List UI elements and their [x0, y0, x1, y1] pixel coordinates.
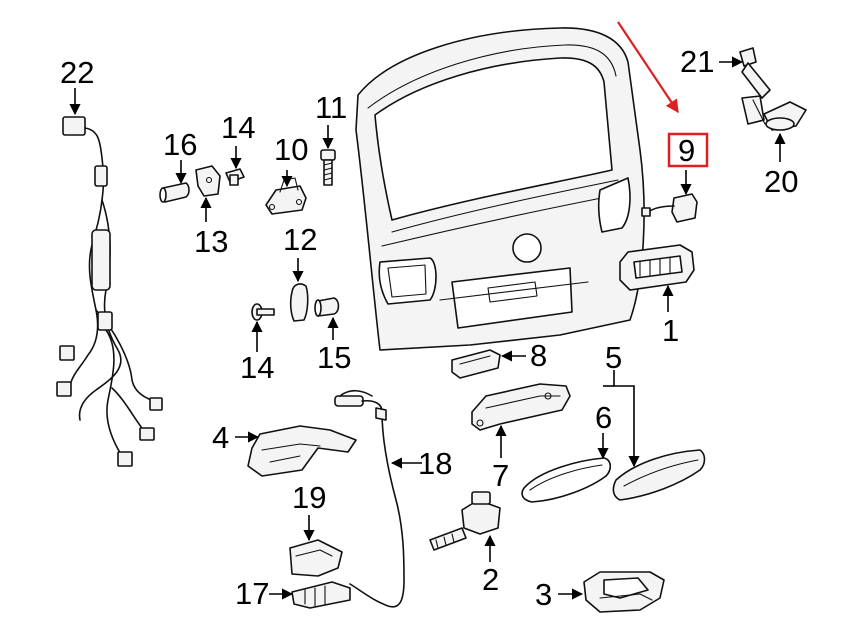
leader-lines [69, 56, 786, 600]
callout-1: 1 [662, 313, 679, 348]
callout-8: 8 [530, 338, 547, 373]
part-20-camera [763, 101, 807, 131]
part-10-hinge [265, 177, 307, 215]
part-1-license-lamp [619, 244, 695, 291]
liftgate-illustration [355, 27, 645, 351]
callout-12: 12 [283, 222, 317, 257]
callout-11: 11 [315, 90, 347, 125]
part-19-cover [289, 539, 343, 577]
part-12-rubber-stop [289, 283, 309, 322]
part-4-bracket [247, 425, 357, 477]
part-8-clip [451, 349, 501, 379]
callout-22: 22 [60, 55, 94, 90]
callout-14-upper: 14 [221, 110, 255, 145]
highlight-box-part-9 [667, 132, 709, 168]
part-15-bushing [314, 297, 340, 317]
callout-13: 13 [194, 224, 228, 259]
callout-17: 17 [235, 576, 269, 611]
callout-19-label: 19 [292, 480, 326, 515]
callout-20: 20 [764, 164, 798, 199]
highlight-arrow [617, 21, 679, 114]
part-7-handle-bracket [471, 383, 571, 431]
callout-2: 2 [482, 562, 499, 597]
callout-10: 10 [274, 132, 308, 167]
callout-labels: 22 16 14 10 11 13 12 14 15 21 20 9 1 8 5… [60, 44, 798, 612]
part-11-bolt [320, 149, 336, 186]
part-2-latch [429, 491, 501, 551]
callout-9: 9 [678, 133, 695, 168]
callout-15: 15 [317, 340, 351, 375]
part-5-handle [612, 449, 706, 501]
callout-6: 6 [595, 400, 612, 435]
part-17-actuator [291, 581, 351, 609]
part-13-bracket [195, 165, 221, 197]
callout-5: 5 [605, 340, 622, 375]
part-16-bumper-stop [159, 182, 190, 203]
callout-16: 16 [163, 127, 197, 162]
part-14-bolt-upper [225, 168, 245, 186]
callout-3: 3 [535, 577, 552, 612]
callout-14-lower: 14 [240, 350, 274, 385]
part-14-bolt-lower [251, 303, 275, 321]
part-9-switch [641, 193, 698, 223]
part-6-handle-seal [521, 457, 612, 503]
part-3-lock [583, 571, 665, 613]
callout-18: 18 [418, 446, 452, 481]
part-18-cable [334, 389, 405, 608]
callout-7: 7 [492, 458, 509, 493]
callout-4: 4 [212, 420, 229, 455]
callout-21: 21 [680, 44, 714, 79]
part-22-wiring-harness [56, 116, 163, 467]
